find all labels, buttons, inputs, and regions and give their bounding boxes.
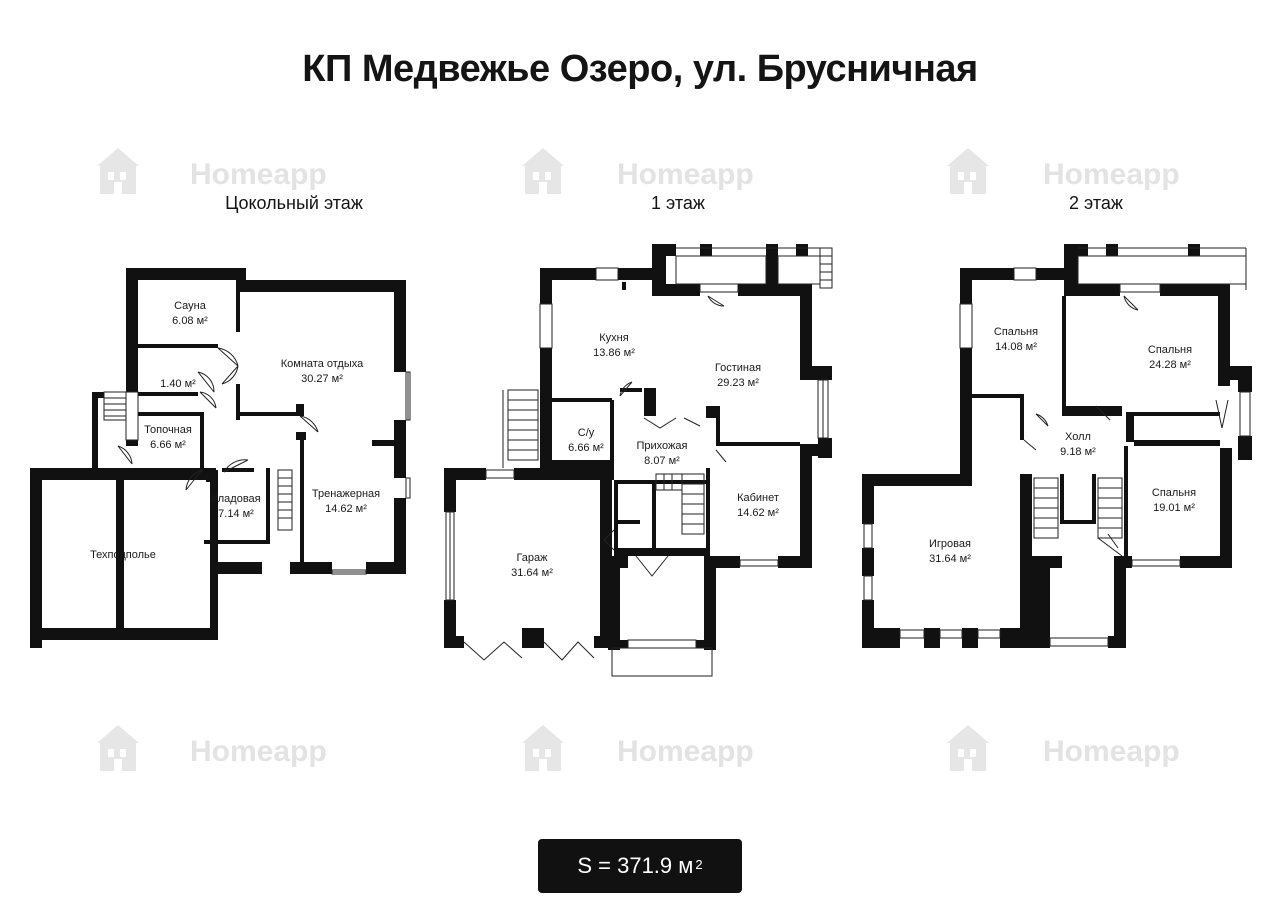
- room-name: С/у: [578, 427, 595, 439]
- floor-label-second: 2 этаж: [1069, 193, 1123, 213]
- watermark-text: Homeapp: [1043, 158, 1180, 191]
- room-area: 14.62 м²: [325, 503, 367, 515]
- room-name: Тренажерная: [312, 488, 380, 500]
- room-name: Топочная: [144, 424, 192, 436]
- room-name: Техподполье: [90, 549, 156, 561]
- room-name: Игровая: [929, 538, 971, 550]
- room-name: Спальня: [1152, 487, 1196, 499]
- room-area: 14.62 м²: [737, 507, 779, 519]
- room-name: Спальня: [994, 326, 1038, 338]
- room-name: Прихожая: [637, 440, 688, 452]
- room-area: 19.01 м²: [1153, 502, 1195, 514]
- room-area: 8.07 м²: [644, 455, 680, 467]
- watermark-text: Homeapp: [1043, 735, 1180, 768]
- page-title: КП Медвежье Озеро, ул. Брусничная: [302, 48, 978, 90]
- plan-second-floor: [862, 244, 1252, 648]
- watermark-text: Homeapp: [617, 735, 754, 768]
- watermark-text: Homeapp: [190, 158, 327, 191]
- room-area: 6.66 м²: [568, 442, 604, 454]
- watermark-text: Homeapp: [190, 735, 327, 768]
- room-name: Гостиная: [715, 362, 761, 374]
- room-area: 1.40 м²: [160, 378, 196, 390]
- room-name: Кухня: [599, 332, 628, 344]
- room-name: Гараж: [516, 552, 548, 564]
- floor-label-basement: Цокольный этаж: [225, 193, 363, 213]
- total-area-text: S = 371.9 м: [577, 853, 694, 878]
- plan-first-floor: [444, 244, 833, 677]
- room-labels: Сауна 6.08 м² 1.40 м² Комната отдыха 30.…: [90, 300, 1196, 579]
- room-area: 31.64 м²: [511, 567, 553, 579]
- room-area: 6.08 м²: [172, 315, 208, 327]
- room-name: Сауна: [174, 300, 207, 312]
- room-area: 13.86 м²: [593, 347, 635, 359]
- room-name: Холл: [1065, 431, 1091, 443]
- room-area: 24.28 м²: [1149, 359, 1191, 371]
- room-name: Кладовая: [211, 493, 260, 505]
- room-area: 7.14 м²: [218, 508, 254, 520]
- floor-label-first: 1 этаж: [651, 193, 705, 213]
- room-area: 6.66 м²: [150, 439, 186, 451]
- room-name: Комната отдыха: [281, 358, 364, 370]
- room-area: 29.23 м²: [717, 377, 759, 389]
- room-area: 9.18 м²: [1060, 446, 1096, 458]
- room-name: Кабинет: [737, 492, 779, 504]
- room-area: 31.64 м²: [929, 553, 971, 565]
- room-area: 30.27 м²: [301, 373, 343, 385]
- room-area: 14.08 м²: [995, 341, 1037, 353]
- room-name: Спальня: [1148, 344, 1192, 356]
- total-area-unit-sup: 2: [695, 856, 703, 872]
- watermark-text: Homeapp: [617, 158, 754, 191]
- plan-basement: [30, 268, 411, 648]
- watermark-group: Homeapp Homeapp Homeapp Homeapp Homeapp …: [97, 148, 1180, 771]
